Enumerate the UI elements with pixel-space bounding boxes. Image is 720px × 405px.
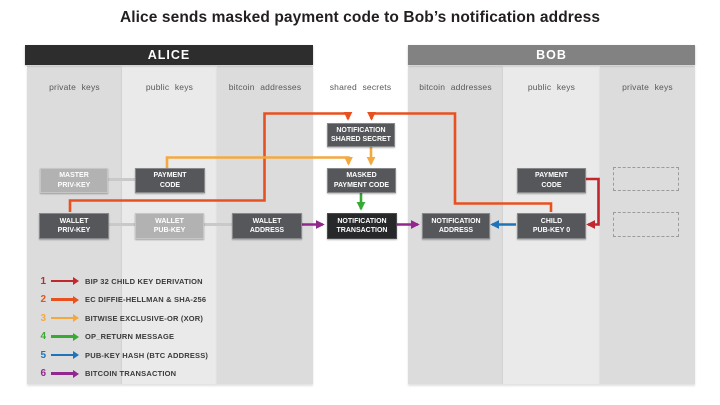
node-payment-code-alice: PAYMENT CODE [135, 168, 205, 193]
legend-arrow-orange-icon [51, 295, 79, 304]
legend-number-3: 3 [40, 312, 46, 324]
legend-label-2: EC DIFFIE-HELLMAN & SHA-256 [85, 295, 207, 304]
legend-number-2: 2 [40, 294, 46, 305]
legend-arrow-green-icon [51, 332, 79, 341]
legend-item-ecdh: 2 EC DIFFIE-HELLMAN & SHA-256 [30, 294, 206, 306]
legend-number-6: 6 [40, 368, 46, 379]
legend-label-4: OP_RETURN MESSAGE [85, 332, 175, 341]
legend-number-1: 1 [40, 275, 46, 287]
legend-arrow-purple-icon [51, 369, 79, 378]
node-master-priv-key: MASTER PRIV-KEY [40, 168, 108, 193]
legend-arrow-blue-icon [51, 351, 79, 359]
legend-label-6: BITCOIN TRANSACTION [85, 369, 177, 378]
legend-number-4: 4 [40, 331, 46, 342]
legend-label-3: BITWISE EXCLUSIVE-OR (XOR) [85, 313, 204, 323]
bob-private-keys-column [600, 66, 695, 384]
legend-arrow-amber-icon [51, 314, 79, 322]
node-wallet-address: WALLET ADDRESS [232, 213, 302, 239]
alice-bitcoin-addresses-label: bitcoin addresses [228, 82, 302, 92]
node-child-pub-key-0: CHILD PUB-KEY 0 [517, 213, 586, 239]
node-wallet-pub-key: WALLET PUB-KEY [135, 213, 204, 239]
bob-public-keys-label: public keys [527, 82, 576, 92]
placeholder-derived-priv-key-1 [613, 167, 679, 191]
alice-private-keys-label: private keys [49, 82, 100, 92]
legend-item-opreturn: 4 OP_RETURN MESSAGE [30, 331, 174, 343]
placeholder-derived-priv-key-2 [613, 212, 679, 237]
node-notification-address: NOTIFICATION ADDRESS [422, 213, 490, 239]
node-notification-shared-secret: NOTIFICATION SHARED SECRET [327, 123, 395, 147]
bob-bitcoin-addresses-label: bitcoin addresses [419, 82, 492, 92]
legend-item-xor: 3 BITWISE EXCLUSIVE-OR (XOR) [30, 312, 203, 324]
legend-arrow-red-icon [51, 277, 79, 285]
legend-label-5: PUB-KEY HASH (BTC ADDRESS) [85, 350, 209, 360]
node-masked-payment-code: MASKED PAYMENT CODE [327, 168, 396, 193]
bob-private-keys-label: private keys [622, 82, 673, 92]
node-payment-code-bob: PAYMENT CODE [517, 168, 586, 193]
alice-public-keys-label: public keys [145, 82, 194, 92]
legend-item-bip32: 1 BIP 32 CHILD KEY DERIVATION [30, 275, 203, 287]
legend-item-pubkey-hash: 5 PUB-KEY HASH (BTC ADDRESS) [30, 349, 208, 361]
shared-secrets-label: shared secrets [329, 82, 392, 92]
node-wallet-priv-key: WALLET PRIV-KEY [39, 213, 109, 239]
bob-header: BOB [408, 45, 695, 65]
page-title: Alice sends masked payment code to Bob’s… [119, 9, 601, 26]
legend-label-1: BIP 32 CHILD KEY DERIVATION [85, 276, 203, 286]
node-notification-transaction: NOTIFICATION TRANSACTION [327, 213, 397, 239]
legend-number-5: 5 [40, 349, 46, 361]
alice-header: ALICE [25, 45, 313, 65]
legend-item-bitcoin-tx: 6 BITCOIN TRANSACTION [30, 368, 176, 380]
